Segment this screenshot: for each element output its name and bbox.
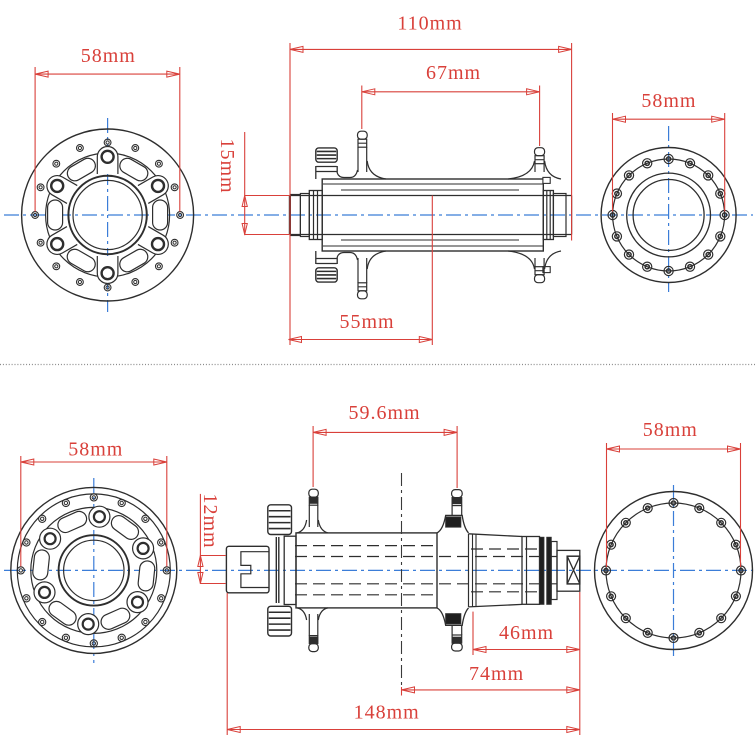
svg-text:110mm: 110mm [397, 12, 462, 34]
svg-text:148mm: 148mm [354, 702, 420, 724]
svg-text:59.6mm: 59.6mm [348, 402, 420, 424]
svg-text:58mm: 58mm [81, 45, 136, 67]
svg-text:15mm: 15mm [216, 138, 238, 193]
svg-text:58mm: 58mm [641, 90, 696, 112]
svg-text:58mm: 58mm [68, 438, 123, 460]
svg-text:46mm: 46mm [499, 622, 554, 644]
svg-text:12mm: 12mm [199, 493, 221, 548]
svg-text:55mm: 55mm [339, 311, 394, 333]
svg-text:67mm: 67mm [426, 62, 481, 84]
svg-text:74mm: 74mm [469, 663, 524, 685]
svg-text:58mm: 58mm [643, 419, 698, 441]
